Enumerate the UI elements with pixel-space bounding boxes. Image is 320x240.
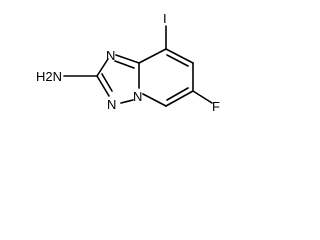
atom-iodine: I <box>163 11 167 26</box>
atom-label-group: I H2N N N N F <box>36 11 220 114</box>
bond-c6-fluorine <box>192 90 213 104</box>
bond-c6-c5 <box>165 90 194 107</box>
bond-c2-n3 <box>96 75 110 97</box>
bond-n3-n4 <box>120 99 134 104</box>
atom-amino: H2N <box>36 69 62 84</box>
chemical-structure-diagram: I H2N N N N F <box>36 11 220 114</box>
bond-c8a-n1 <box>115 54 140 64</box>
bond-c8-c7 <box>165 48 194 64</box>
bond-c5-n4 <box>142 93 167 107</box>
bond-n1-c2 <box>96 58 109 77</box>
atom-ring-n-top: N <box>106 48 115 63</box>
bond-c8-c8a <box>138 48 167 64</box>
bond-group <box>63 25 213 107</box>
bond-c8-c7-double <box>166 54 189 67</box>
atom-fluorine: F <box>212 99 220 114</box>
bond-c6-c5-double <box>166 87 189 101</box>
atom-ring-n-bottom-left: N <box>107 97 116 112</box>
bond-c8a-n1-double <box>114 60 135 69</box>
bond-c2-n3-double <box>101 73 113 92</box>
atom-ring-n-bridge: N <box>133 89 142 104</box>
